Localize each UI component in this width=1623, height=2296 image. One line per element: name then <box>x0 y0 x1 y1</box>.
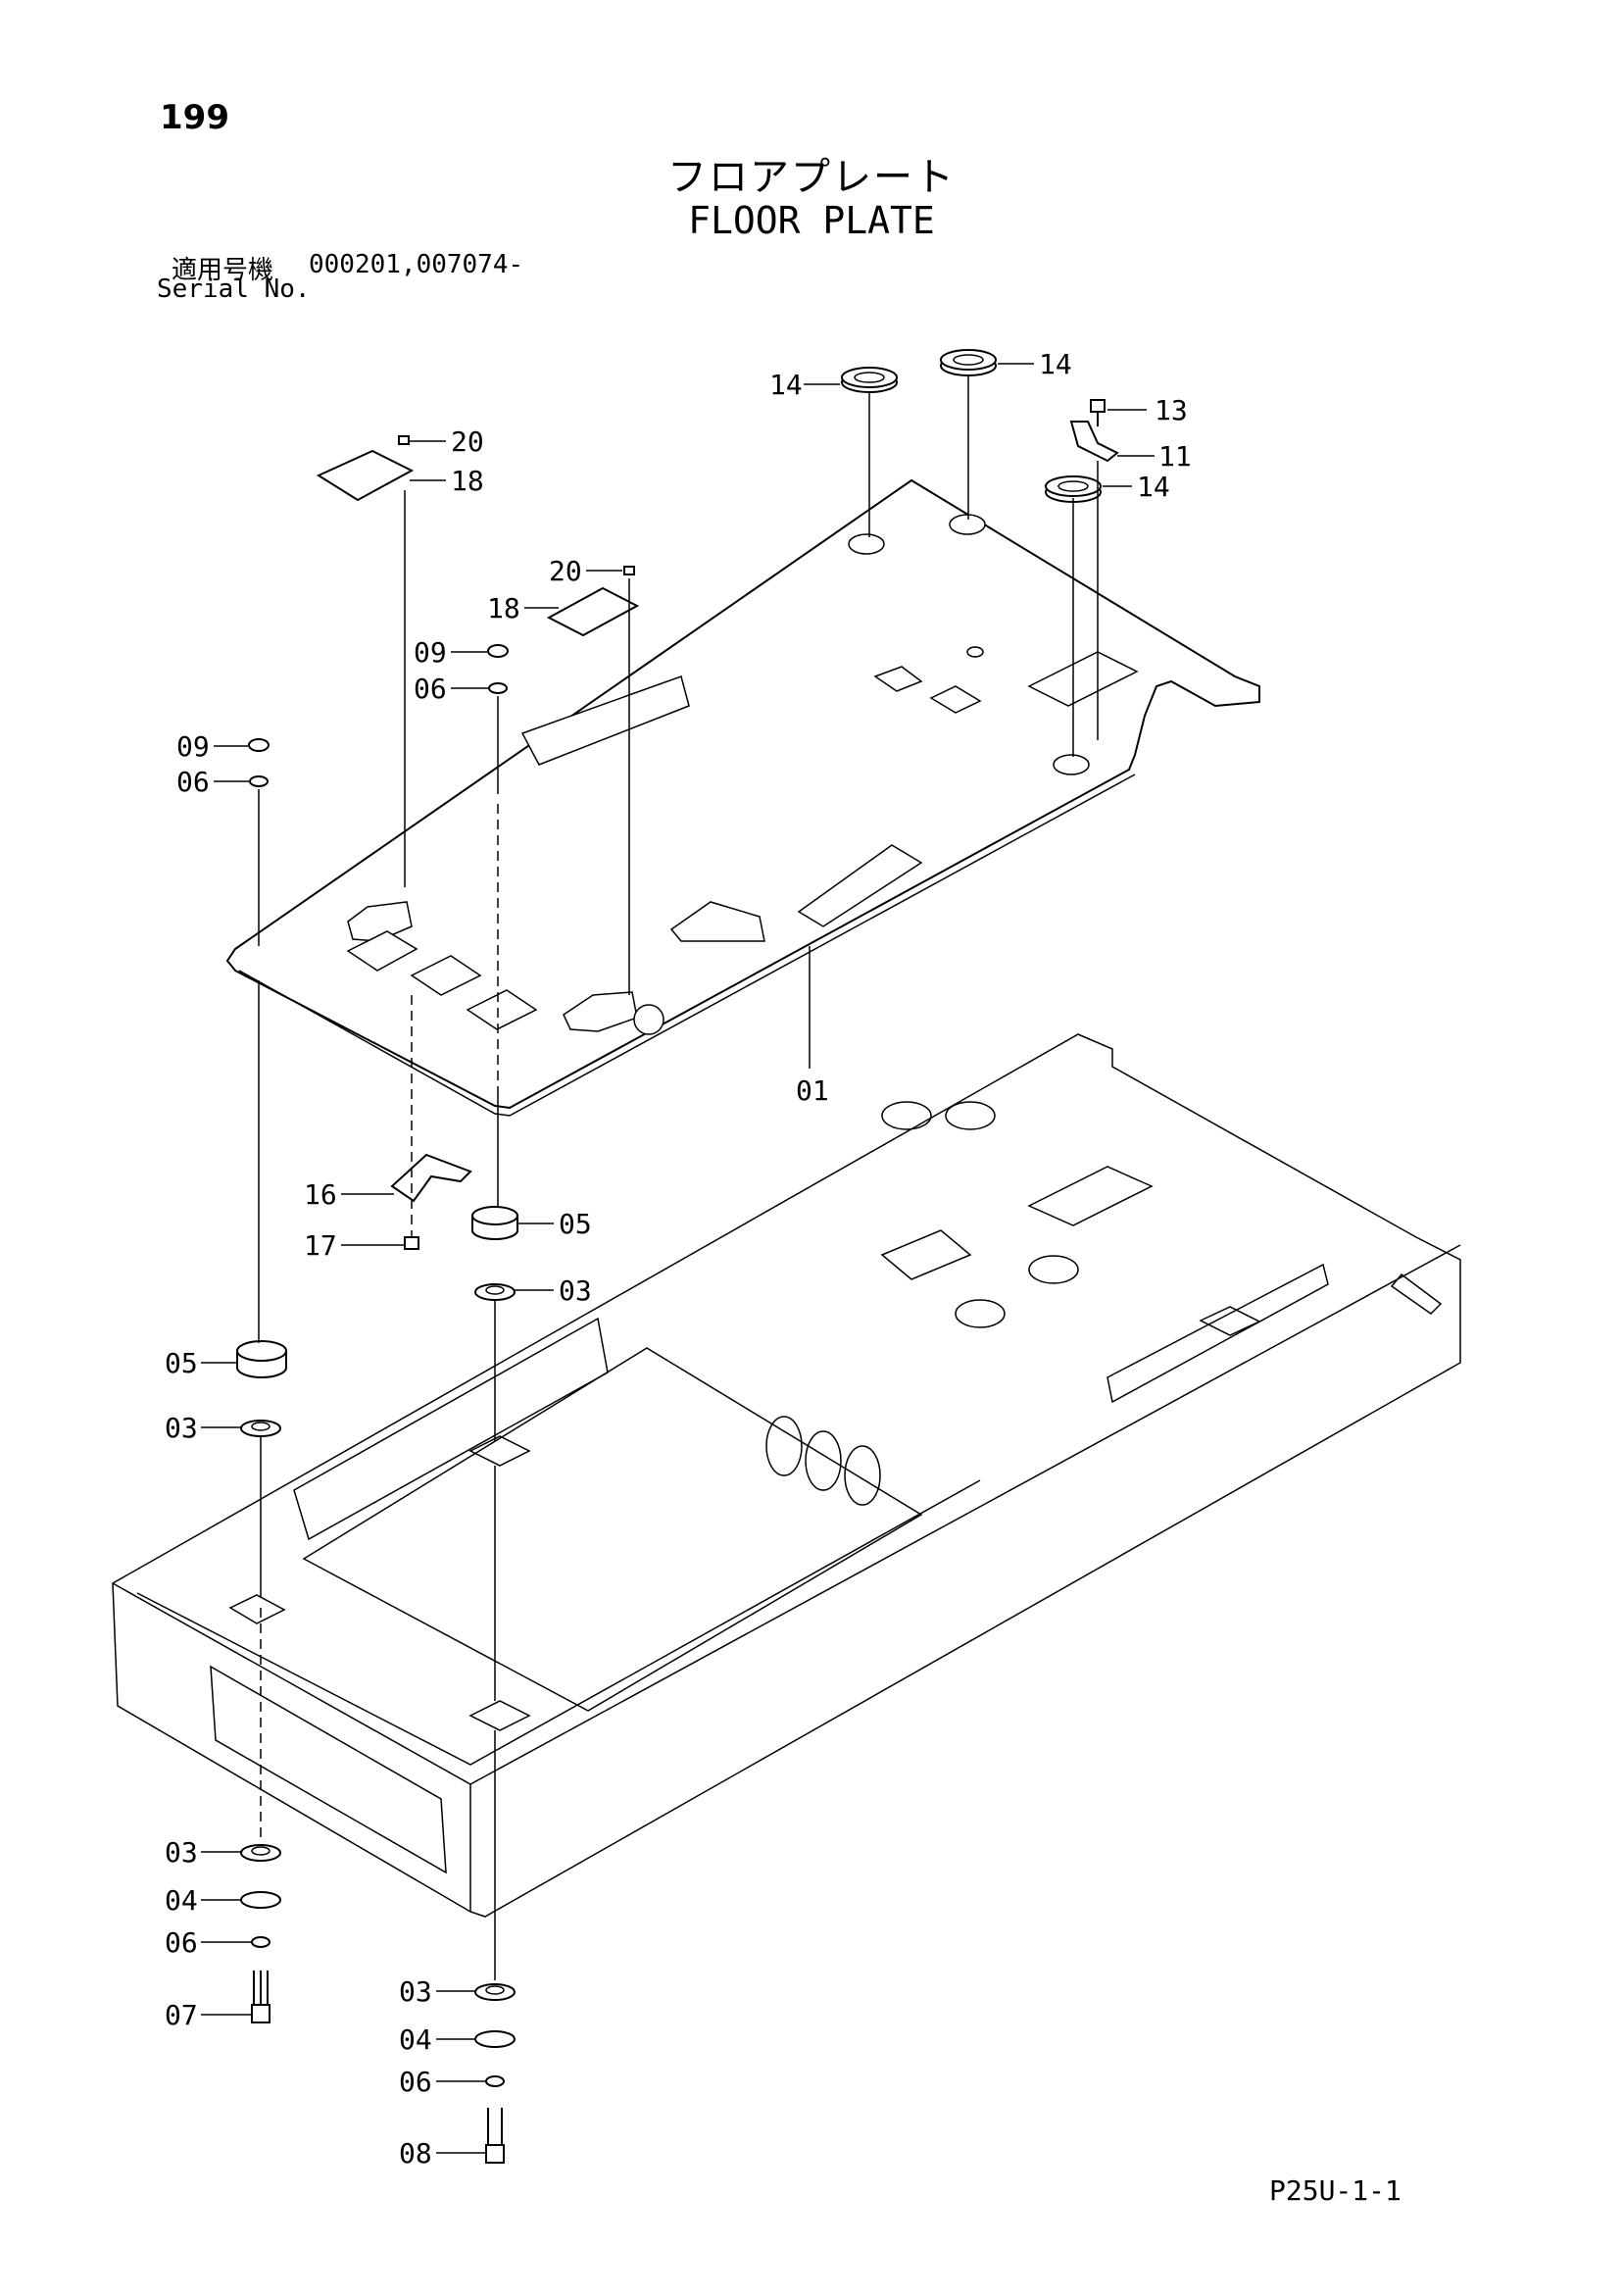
callout-08: 08 <box>399 2137 486 2170</box>
screw-20-upper[interactable] <box>398 435 410 445</box>
svg-text:04: 04 <box>399 2023 432 2056</box>
bolt-17[interactable] <box>404 1236 419 1250</box>
callout-18-upper: 18 <box>410 465 484 497</box>
svg-text:18: 18 <box>451 465 484 497</box>
callout-20-upper: 20 <box>410 425 484 458</box>
callout-09-a: 09 <box>414 636 487 669</box>
svg-text:18: 18 <box>487 592 520 624</box>
svg-text:06: 06 <box>165 1926 198 1959</box>
svg-text:20: 20 <box>549 555 582 587</box>
screw-20-lower[interactable] <box>623 566 635 575</box>
callout-07: 07 <box>165 1999 252 2031</box>
washer-03-center[interactable] <box>474 1283 516 1301</box>
rubber-mount-05-left[interactable] <box>236 1340 287 1378</box>
nut-09-a[interactable] <box>487 644 509 658</box>
callout-17: 17 <box>304 1229 405 1262</box>
svg-text:14: 14 <box>1137 471 1170 503</box>
svg-text:16: 16 <box>304 1178 337 1211</box>
cover-18-upper[interactable] <box>316 449 415 502</box>
washer-03-lower-center[interactable] <box>474 1983 516 2001</box>
callout-11: 11 <box>1117 440 1192 473</box>
svg-text:07: 07 <box>165 1999 198 2031</box>
callout-05-center: 05 <box>517 1208 592 1240</box>
bracket-16[interactable] <box>390 1153 472 1203</box>
svg-text:06: 06 <box>414 673 447 705</box>
callout-03-center: 03 <box>515 1274 592 1307</box>
revolving-frame <box>112 1033 1461 1918</box>
callout-05-left: 05 <box>165 1347 237 1379</box>
grommet-14-right[interactable] <box>1045 475 1102 503</box>
svg-text:03: 03 <box>399 1975 432 2008</box>
washer-03-lower-left[interactable] <box>240 1844 281 1862</box>
callout-20-lower: 20 <box>549 555 622 587</box>
washer-06-a[interactable] <box>488 682 508 694</box>
washer-06-b[interactable] <box>249 775 269 787</box>
clamp-11[interactable] <box>1069 421 1119 463</box>
svg-text:09: 09 <box>176 730 210 763</box>
callout-13: 13 <box>1107 394 1188 426</box>
svg-text:08: 08 <box>399 2137 432 2170</box>
bolt-13[interactable] <box>1090 399 1106 426</box>
callout-03-lower-center: 03 <box>399 1975 475 2008</box>
serial-values: 000201,007074- <box>309 250 524 279</box>
callout-01: 01 <box>796 946 829 1107</box>
callout-16: 16 <box>304 1178 394 1211</box>
callout-14-left: 14 <box>769 369 840 401</box>
svg-text:13: 13 <box>1155 394 1188 426</box>
grommet-14-left[interactable] <box>841 367 898 393</box>
callout-09-b: 09 <box>176 730 248 763</box>
svg-text:14: 14 <box>1039 348 1072 380</box>
svg-text:05: 05 <box>559 1208 592 1240</box>
page-number: 199 <box>160 98 229 137</box>
nut-09-b[interactable] <box>248 738 270 752</box>
callout-14-right: 14 <box>1103 471 1170 503</box>
callout-03-lower-left: 03 <box>165 1836 241 1869</box>
assembly-lines <box>258 375 1099 1980</box>
svg-text:06: 06 <box>176 766 210 798</box>
floor-plate[interactable] <box>225 478 1260 1117</box>
svg-text:14: 14 <box>769 369 803 401</box>
page-code: P25U-1-1 <box>1269 2174 1402 2207</box>
callout-04-lower-left: 04 <box>165 1884 241 1917</box>
svg-text:05: 05 <box>165 1347 198 1379</box>
cover-18-lower[interactable] <box>546 586 640 637</box>
washer-03-left[interactable] <box>240 1420 281 1437</box>
title-english: FLOOR PLATE <box>688 199 935 242</box>
svg-text:04: 04 <box>165 1884 198 1917</box>
svg-text:03: 03 <box>165 1836 198 1869</box>
serial-label-japanese: 適用号機 <box>172 256 274 285</box>
callout-06-b: 06 <box>176 766 249 798</box>
callout-06-lower-center: 06 <box>399 2066 486 2098</box>
svg-text:17: 17 <box>304 1229 337 1262</box>
svg-text:03: 03 <box>165 1412 198 1444</box>
callout-14-middle: 14 <box>998 348 1072 380</box>
plate-04-lower-center[interactable] <box>474 2030 516 2048</box>
bolt-08[interactable] <box>485 2108 505 2164</box>
callout-03-left: 03 <box>165 1412 241 1444</box>
bolt-07[interactable] <box>251 1971 270 2023</box>
svg-text:03: 03 <box>559 1274 592 1307</box>
washer-06-lower-left[interactable] <box>251 1936 270 1948</box>
grommet-14-middle[interactable] <box>940 349 997 376</box>
callout-18-lower: 18 <box>487 592 559 624</box>
callout-06-lower-left: 06 <box>165 1926 252 1959</box>
callout-06-a: 06 <box>414 673 488 705</box>
svg-text:11: 11 <box>1158 440 1192 473</box>
svg-text:01: 01 <box>796 1074 829 1107</box>
title-japanese: フロアプレート <box>667 155 956 200</box>
svg-text:09: 09 <box>414 636 447 669</box>
callout-04-lower-center: 04 <box>399 2023 475 2056</box>
plate-04-lower-left[interactable] <box>240 1891 281 1909</box>
washer-06-lower-center[interactable] <box>485 2075 505 2087</box>
svg-text:06: 06 <box>399 2066 432 2098</box>
svg-text:20: 20 <box>451 425 484 458</box>
rubber-mount-05-center[interactable] <box>471 1206 518 1240</box>
serial-label-english: Serial No. <box>157 275 311 304</box>
